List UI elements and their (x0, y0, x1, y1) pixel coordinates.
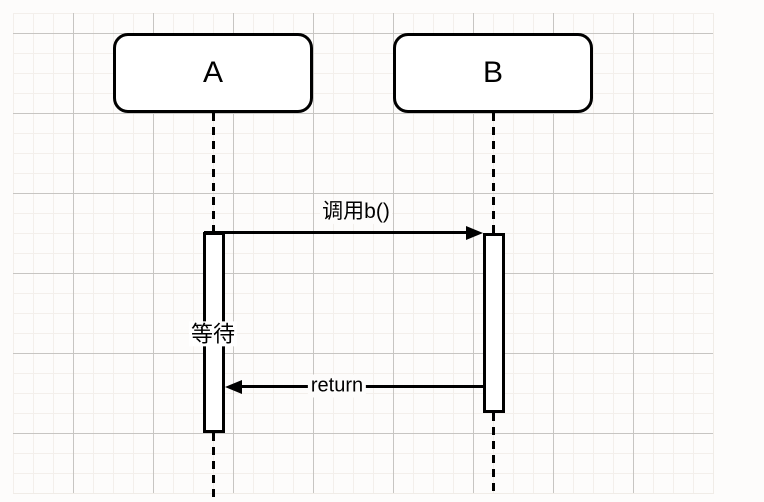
participant-box-b: B (393, 33, 593, 113)
call-message-line (204, 231, 467, 234)
activation-bar-b (483, 233, 505, 413)
call-message-label: 调用b() (320, 199, 392, 225)
arrowhead-left-icon (225, 380, 242, 394)
wait-note-label: 等待 (188, 321, 238, 347)
lifeline-b-upper (492, 113, 495, 233)
return-message-label: return (307, 374, 367, 398)
participant-label-b: B (482, 56, 503, 89)
lifeline-b-lower (492, 413, 495, 497)
lifeline-a-upper (212, 113, 215, 232)
arrowhead-right-icon (466, 226, 483, 240)
participant-box-a: A (113, 33, 313, 113)
participant-label-a: A (202, 56, 223, 89)
lifeline-a-lower (212, 433, 215, 497)
